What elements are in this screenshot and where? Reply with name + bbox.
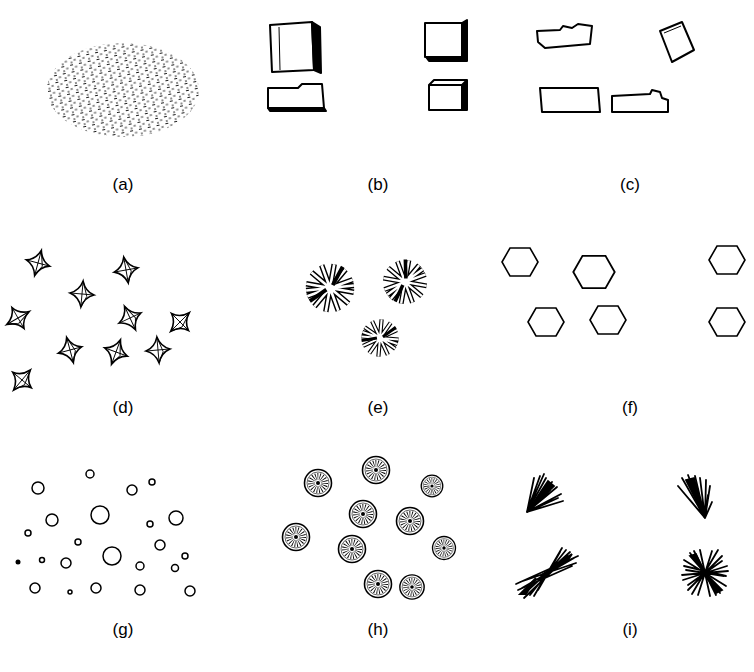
panel-label: (i) (622, 620, 637, 640)
panel-label: (g) (113, 620, 134, 640)
panel-label: (a) (113, 175, 134, 195)
panel-label: (c) (620, 175, 640, 195)
panel-label: (h) (368, 620, 389, 640)
panel-label: (e) (368, 398, 389, 418)
panel-label: (f) (622, 398, 638, 418)
panel-label: (d) (113, 398, 134, 418)
panel-label: (b) (368, 175, 389, 195)
